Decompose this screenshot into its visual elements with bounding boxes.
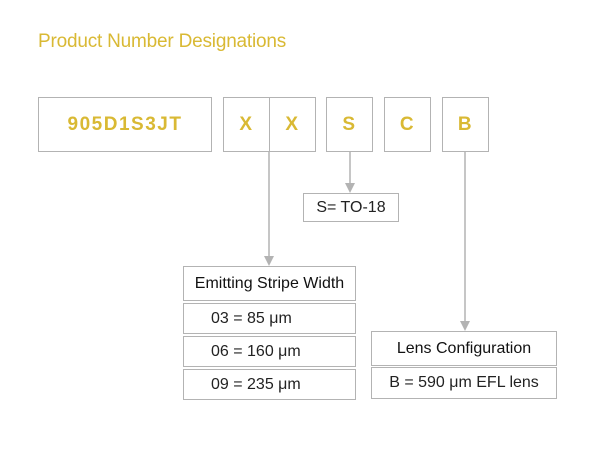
segment-box-4: C (384, 97, 431, 152)
segment-box-3: S (326, 97, 373, 152)
package-note: S= TO-18 (303, 193, 399, 222)
stripe-table-row: 09 = 235 μm (183, 369, 356, 400)
stripe-table-header: Emitting Stripe Width (183, 266, 356, 301)
page-title: Product Number Designations (38, 31, 287, 52)
lens-table-row: B = 590 μm EFL lens (371, 367, 557, 399)
stripe-table-row: 03 = 85 μm (183, 303, 356, 334)
segment-box-5: B (442, 97, 489, 152)
segment-box-2: X (269, 97, 316, 152)
part-base-box: 905D1S3JT (38, 97, 212, 152)
lens-table-header: Lens Configuration (371, 331, 557, 366)
stripe-table-row: 06 = 160 μm (183, 336, 356, 367)
